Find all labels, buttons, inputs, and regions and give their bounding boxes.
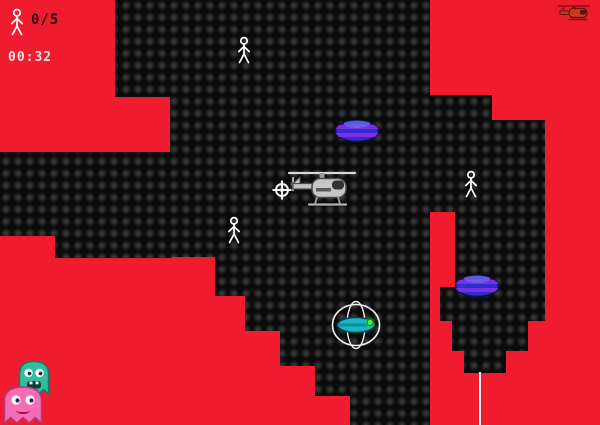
ghost-green <box>17 358 51 396</box>
terrain-block <box>464 350 506 373</box>
stickman-survivor <box>237 36 251 64</box>
helicopter-icon <box>556 3 594 21</box>
ufo-teal-ringed <box>328 298 384 350</box>
timer: 00:32 <box>8 50 53 65</box>
terrain-block <box>55 234 172 258</box>
terrain-block <box>430 120 545 212</box>
terrain-block <box>452 320 528 351</box>
terrain-block <box>350 395 430 425</box>
rescue-count: 0/5 <box>31 12 60 28</box>
terrain-block <box>455 211 545 288</box>
terrain-block <box>430 95 492 121</box>
helicopter-sprite <box>286 166 358 212</box>
terrain-block <box>115 0 430 97</box>
ufo-blue <box>333 117 381 145</box>
terrain-block <box>170 95 430 257</box>
crosshair-icon <box>272 180 292 200</box>
ghost-pink <box>2 383 44 425</box>
terrain-block <box>245 295 430 331</box>
stickman-survivor <box>227 216 241 244</box>
terrain-block <box>0 152 172 236</box>
ufo-blue <box>453 272 501 300</box>
terrain-block <box>440 287 545 321</box>
stickman-icon <box>10 8 24 36</box>
terrain-block <box>315 365 430 396</box>
stickman-survivor <box>464 170 478 198</box>
rescue-rope-line <box>479 372 481 425</box>
terrain-block <box>215 257 430 296</box>
